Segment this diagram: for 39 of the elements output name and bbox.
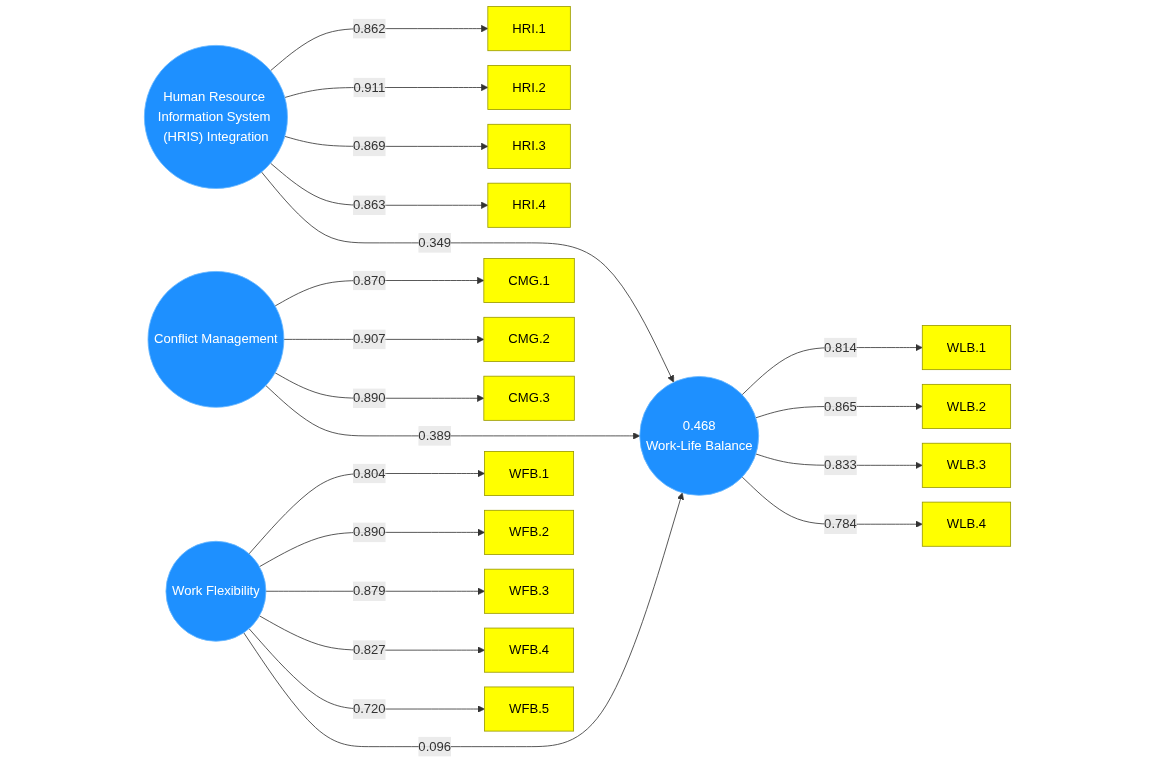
edge-label: 0.720 [352, 701, 386, 716]
edge-label: 0.890 [352, 390, 386, 405]
edge-label: 0.865 [824, 399, 857, 413]
node-box: CMG.1 [483, 258, 575, 303]
edge-label: 0.349 [418, 235, 452, 250]
edge-label: 0.879 [352, 583, 386, 598]
node-box: HRI.4 [487, 182, 571, 228]
edge-label: 0.833 [824, 457, 857, 472]
node-box: WLB.3 [921, 442, 1012, 488]
edge-label: 0.907 [352, 332, 386, 346]
node-box: CMG.3 [483, 375, 575, 421]
node-box: WLB.4 [921, 501, 1012, 547]
node-box: HRI.2 [487, 65, 571, 110]
edge-label: 0.911 [353, 80, 386, 95]
node-box: WFB.4 [484, 627, 574, 673]
node-circle: Conflict Management [147, 271, 285, 408]
edge-label: 0.827 [352, 642, 386, 657]
edge-label: 0.096 [418, 739, 452, 754]
edge-label: 0.814 [824, 340, 857, 355]
node-box: WFB.1 [484, 451, 574, 496]
edge-label: 0.870 [352, 273, 386, 288]
node-box: WFB.3 [484, 568, 574, 614]
node-circle: Human Resource Information System (HRIS) Integration [143, 45, 288, 189]
node-box: WFB.2 [484, 509, 574, 555]
node-box: CMG.2 [483, 316, 575, 362]
edge-label: 0.784 [824, 516, 857, 531]
edge-label: 0.804 [352, 466, 386, 481]
node-box: HRI.3 [487, 123, 571, 169]
node-circle: Work Flexibility [165, 540, 267, 642]
edge-label: 0.862 [352, 21, 386, 36]
edge-label: 0.890 [352, 525, 386, 539]
edge-label: 0.389 [418, 428, 452, 443]
edge-label: 0.863 [352, 197, 386, 212]
node-box: WLB.1 [921, 325, 1012, 371]
node-box: WFB.5 [484, 686, 574, 732]
node-circle: 0.468 Work-Life Balance [639, 376, 760, 496]
edge-label: 0.869 [352, 139, 386, 153]
node-box: WLB.2 [921, 383, 1012, 429]
node-box: HRI.1 [487, 6, 571, 52]
